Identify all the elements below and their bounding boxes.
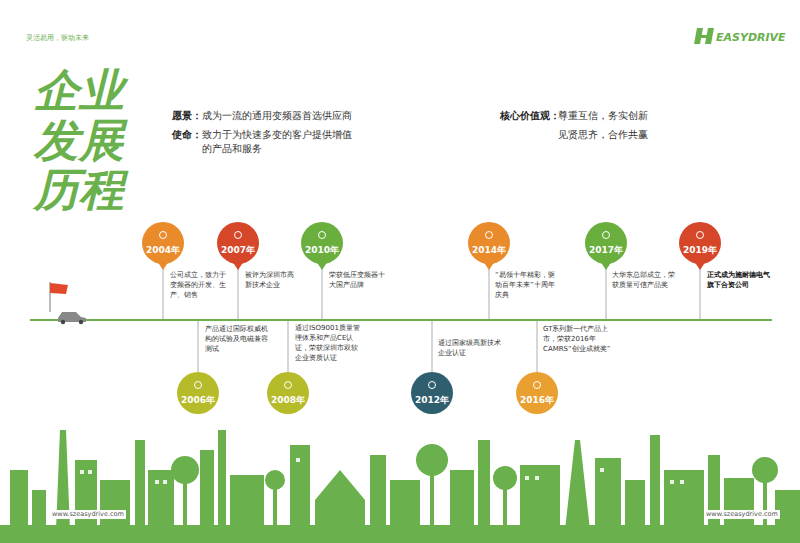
year-label: 2007年: [217, 244, 259, 257]
year-pin: 2004年公司成立，致力于变频器的开发、生产、销售: [142, 222, 184, 264]
milestone-text: 通过ISO9001质量管理体系和产品CE认证，荣获深圳市双软企业资质认证: [295, 323, 363, 364]
year-pin: 2010年荣获低压变频器十大国产品牌: [301, 222, 343, 264]
skyline-windows: [80, 458, 684, 484]
pin-stems: [163, 264, 700, 372]
pin-icon: [428, 381, 436, 389]
pin-icon: [318, 231, 326, 239]
pin-icon: [533, 381, 541, 389]
milestone-text: “易领十年精彩，驱动百年未来”十周年庆典: [495, 270, 557, 300]
mission-heading: 使命：: [172, 128, 202, 142]
logo-text: EASYDRIVE: [716, 30, 786, 46]
website-url: www.szeasydrive.com: [50, 510, 126, 519]
milestone-text: 大华东总部成立，荣获质量可信产品奖: [612, 270, 676, 290]
milestone-text: 产品通过国际权威机构的试验及电磁兼容测试: [205, 324, 269, 354]
year-label: 2019年: [679, 244, 721, 257]
year-label: 2010年: [301, 244, 343, 257]
year-pin: 2016年GT系列新一代产品上市，荣获2016年CAMRS“创业成就奖”: [516, 372, 558, 414]
logo-mark: [694, 28, 714, 44]
pin-icon: [284, 381, 292, 389]
page-title: 企业发展历程: [34, 66, 124, 215]
year-pin: 2007年被评为深圳市高新技术企业: [217, 222, 259, 264]
year-pin: 2008年通过ISO9001质量管理体系和产品CE认证，荣获深圳市双软企业资质认…: [267, 372, 309, 414]
pin-icon: [159, 231, 167, 239]
values-text: 尊重互信，务实创新: [558, 109, 648, 123]
year-label: 2004年: [142, 244, 184, 257]
year-pin: 2019年正式成为施耐德电气旗下合资公司: [679, 222, 721, 264]
values-text: 见贤思齐，合作共赢: [558, 128, 648, 142]
year-label: 2008年: [267, 394, 309, 407]
pin-icon: [602, 231, 610, 239]
milestone-text: 正式成为施耐德电气旗下合资公司: [707, 270, 775, 290]
year-label: 2014年: [468, 244, 510, 257]
year-pin: 2006年产品通过国际权威机构的试验及电磁兼容测试: [177, 372, 219, 414]
vision-text: 成为一流的通用变频器首选供应商: [202, 109, 352, 123]
year-label: 2016年: [516, 394, 558, 407]
mission-text: 致力于为快速多变的客户提供增值的产品和服务: [202, 128, 352, 156]
year-pin: 2017年大华东总部成立，荣获质量可信产品奖: [585, 222, 627, 264]
tagline: 灵活易用，驱动未来: [26, 33, 89, 43]
year-label: 2006年: [177, 394, 219, 407]
city-skyline: [0, 430, 800, 543]
year-label: 2017年: [585, 244, 627, 257]
milestone-text: 荣获低压变频器十大国产品牌: [329, 270, 389, 290]
values-heading: 核心价值观：: [500, 109, 560, 123]
milestone-text: 公司成立，致力于变频器的开发、生产、销售: [170, 270, 228, 300]
milestone-text: 被评为深圳市高新技术企业: [245, 270, 297, 290]
milestone-text: 通过国家级高新技术企业认证: [438, 338, 504, 358]
vision-heading: 愿景：: [172, 109, 202, 123]
pin-icon: [194, 381, 202, 389]
year-pin: 2012年通过国家级高新技术企业认证: [411, 372, 453, 414]
website-url: www.szeasydrive.com: [704, 510, 780, 519]
year-pin: 2014年“易领十年精彩，驱动百年未来”十周年庆典: [468, 222, 510, 264]
timeline-axis: [30, 319, 772, 321]
pin-icon: [696, 231, 704, 239]
milestone-text: GT系列新一代产品上市，荣获2016年CAMRS“创业成就奖”: [543, 324, 615, 354]
pin-icon: [234, 231, 242, 239]
flag-and-car: [50, 282, 86, 324]
pin-icon: [485, 231, 493, 239]
year-label: 2012年: [411, 394, 453, 407]
